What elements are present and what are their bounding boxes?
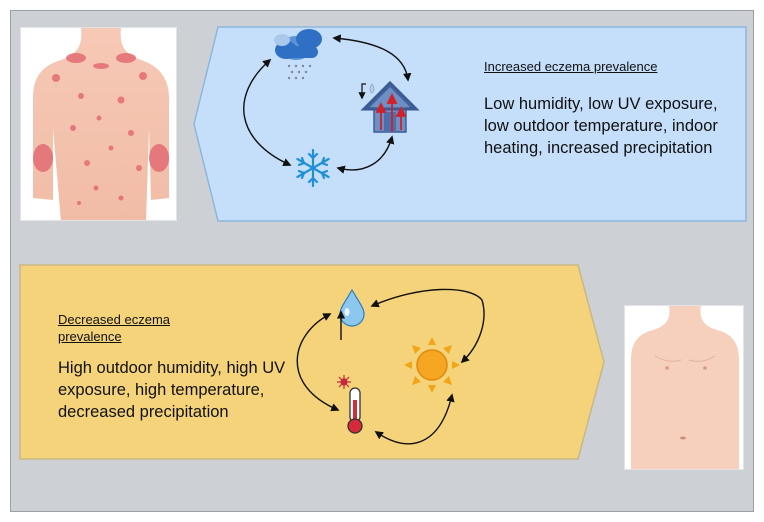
heated-house-icon <box>358 80 420 133</box>
top-panel <box>193 26 747 222</box>
water-drop-icon <box>336 288 365 340</box>
thermometer-icon <box>337 375 363 434</box>
increased-prevalence-heading: Increased eczema prevalence <box>484 59 658 74</box>
decreased-prevalence-heading: Decreased eczema prevalence <box>58 312 170 344</box>
bottom-cycle-arrows <box>296 288 485 445</box>
sun-icon <box>404 337 460 393</box>
snowflake-icon <box>296 148 330 188</box>
decreased-prevalence-factors: High outdoor humidity, high UV exposure,… <box>58 359 286 421</box>
increased-prevalence-factors: Low humidity, low UV exposure, low outdo… <box>484 95 718 157</box>
eczema-torso-image <box>20 27 177 221</box>
top-cycle-arrows <box>243 34 412 174</box>
rain-cloud-icon <box>274 29 322 80</box>
healthy-torso-image <box>624 305 744 470</box>
